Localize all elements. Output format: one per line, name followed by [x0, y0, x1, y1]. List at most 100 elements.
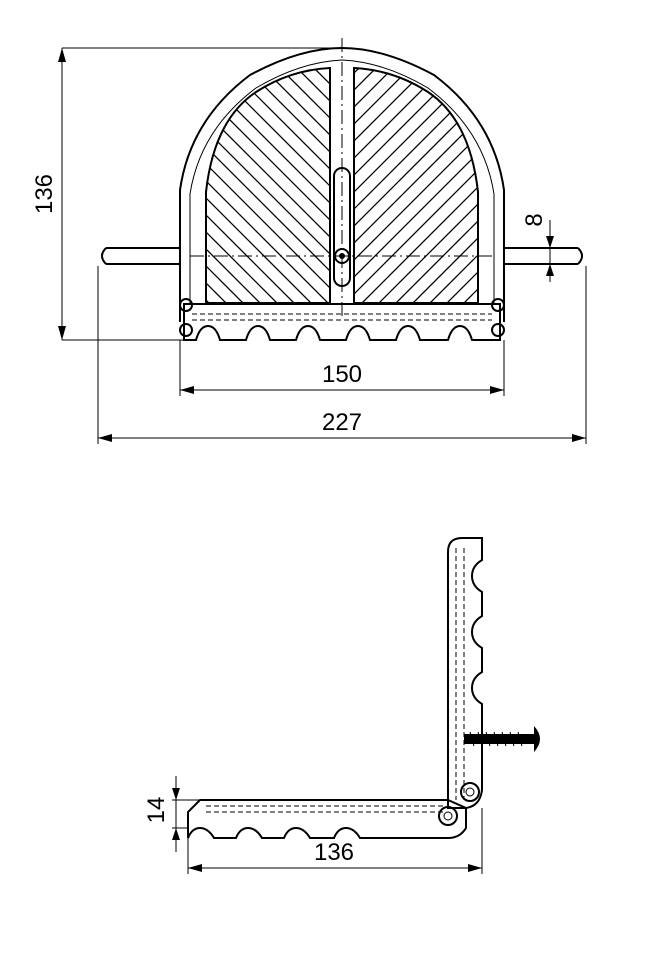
hatch-line: [354, 68, 478, 303]
hatch-line: [354, 68, 405, 303]
dome-inner-outline: [189, 59, 495, 305]
hatch-line: [358, 68, 478, 303]
dim-width-inner-lines: [179, 340, 505, 396]
dim-handle-arrows: [546, 236, 554, 276]
dim-height-label: 136: [31, 174, 58, 214]
hatch-line: [302, 68, 330, 303]
hatch-line: [217, 68, 330, 303]
hatch-line: [354, 68, 478, 303]
vertical-leg: [447, 537, 483, 809]
hatch-line: [405, 40, 656, 340]
hatch-line: [563, 40, 656, 340]
hatch-line: [507, 40, 656, 340]
corner-hinge-top-inner: [465, 787, 475, 797]
dim-thickness-label: 14: [143, 797, 170, 824]
hatch-line: [375, 68, 478, 303]
hatch-line: [643, 40, 656, 340]
hatch-line: [354, 68, 478, 303]
hatch-line: [36, 40, 336, 340]
hinge-right-top: [491, 298, 505, 312]
hatch-line: [251, 68, 330, 303]
hatch-line: [206, 68, 330, 303]
hatch-line: [558, 40, 656, 340]
hatch-line: [206, 68, 330, 303]
hatch-line: [512, 40, 656, 340]
hatch-line: [529, 40, 656, 340]
hatch-line: [354, 68, 371, 303]
hatch-line: [609, 40, 656, 340]
hatch-line: [495, 40, 656, 340]
right-panel: [353, 66, 479, 304]
hatch-line: [268, 68, 330, 303]
hatch-line: [392, 68, 478, 303]
hatch-line: [626, 40, 656, 340]
hinge-left-top: [179, 298, 193, 312]
dim-thickness-lines: [172, 776, 200, 852]
hatch-line: [546, 40, 656, 340]
mounting-screw: [464, 726, 540, 752]
hatch-line: [206, 68, 315, 303]
hatch-line: [575, 40, 656, 340]
hatch-line: [541, 40, 656, 340]
hatch-line: [354, 68, 478, 303]
dim-height-lines: [61, 47, 342, 341]
front-view: 136 8 150 227: [0, 38, 656, 444]
hatch-line: [0, 40, 127, 340]
hatch-line: [473, 40, 656, 340]
hatch-line: [354, 68, 478, 303]
hatch-line: [0, 40, 178, 340]
dim-thickness-arrows: [172, 788, 180, 840]
hatch-line: [354, 68, 478, 303]
hatch-line: [206, 68, 330, 303]
hatch-line: [426, 68, 478, 303]
hatch-line: [0, 40, 166, 340]
dim-width-total-label: 227: [322, 409, 362, 436]
hatch-line: [0, 40, 144, 340]
hinge-right-bottom: [491, 323, 505, 337]
hatch-line: [460, 68, 478, 303]
hatch-line: [0, 40, 149, 340]
dim-width-total-lines: [97, 266, 587, 444]
hatch-line: [0, 40, 132, 340]
hatch-line: [354, 68, 422, 303]
hatch-line: [354, 68, 439, 303]
hatch-line: [354, 68, 478, 303]
corner-hinge-top: [460, 782, 480, 802]
hatch-line: [0, 40, 183, 340]
dim-handle-label: 8: [521, 213, 548, 226]
hatch-line: [337, 40, 637, 340]
hatch-line: [371, 40, 656, 340]
horizontal-leg: [187, 799, 467, 839]
base-plate: [183, 303, 501, 341]
hatch-line: [19, 40, 319, 340]
hatch-line: [234, 68, 330, 303]
hatch-line: [409, 68, 478, 303]
hatch-line: [319, 68, 330, 303]
side-view: 14 136: [143, 537, 540, 874]
hatch-line: [580, 40, 656, 340]
hinge-left-bottom: [179, 323, 193, 337]
dim-depth-label: 136: [314, 839, 354, 866]
hatch-line: [206, 68, 330, 303]
hatch-line: [524, 40, 656, 340]
hatch-line: [354, 68, 478, 303]
hatch-line: [206, 68, 264, 303]
hatch-line: [206, 68, 330, 303]
hatch-line: [206, 68, 330, 303]
hatch-line: [354, 68, 456, 303]
corner-hinge-bottom: [438, 806, 458, 826]
corner-hinge-bottom-inner: [443, 811, 453, 821]
dim-handle-ext: [508, 247, 556, 265]
hatch-line: [206, 68, 330, 303]
hatch-line: [206, 68, 330, 303]
hatch-line: [354, 68, 478, 303]
hatch-line: [490, 40, 656, 340]
hatch-line: [592, 40, 656, 340]
hatch-line: [206, 68, 281, 303]
hatch-line: [456, 40, 656, 340]
hatch-line: [388, 40, 656, 340]
dim-width-inner-label: 150: [322, 361, 362, 388]
dim-handle-lines: [549, 220, 578, 282]
left-panel: [205, 66, 331, 304]
